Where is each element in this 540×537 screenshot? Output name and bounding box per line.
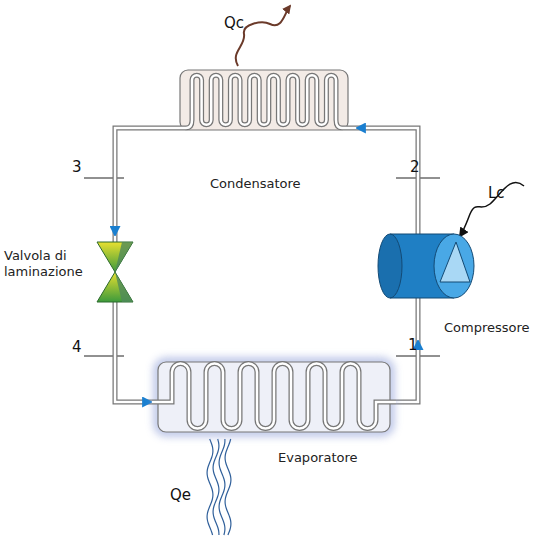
station-ticks: [84, 178, 440, 356]
tube-outline: [416, 218, 421, 234]
expansion-valve: Valvola di laminazione: [2, 236, 144, 308]
heat-wave-line: [225, 439, 231, 535]
refrigerant-pipe: [356, 128, 418, 218]
compressor-triangle: [440, 242, 470, 282]
work-in-arrow: [460, 182, 524, 236]
pipe-inner: [115, 308, 152, 402]
tube-inner: [417, 218, 420, 234]
pipe-outline: [115, 128, 170, 236]
part-name: Compressore: [444, 320, 530, 336]
valve-side-face: [115, 242, 133, 302]
part-name: Evaporatore: [278, 450, 358, 466]
energy-label: Qe: [170, 486, 191, 504]
refrigerant-pipe: [115, 128, 170, 236]
condenser-coil: [170, 75, 356, 128]
condenser-unit: Condensatore: [170, 66, 356, 198]
compressor-unit: Compressore: [370, 218, 536, 340]
part-name: Condensatore: [210, 176, 301, 192]
part-name: Valvola di laminazione: [4, 248, 92, 279]
heat-in-waves: [207, 439, 231, 535]
tube-outline: [170, 75, 356, 128]
station-number: 2: [410, 158, 420, 176]
station-number: 3: [72, 158, 82, 176]
pipe-outline: [356, 128, 418, 218]
pipe-inner: [356, 128, 418, 218]
condenser-casing: [180, 70, 348, 130]
tube-inner: [417, 298, 420, 340]
pipe-outline: [115, 308, 152, 402]
compressor-back: [378, 234, 402, 298]
tube-outline: [416, 298, 421, 340]
energy-label: Lc: [488, 184, 505, 202]
station-number: 1: [408, 336, 418, 354]
heat-wave-line: [219, 439, 225, 535]
refrigerant-pipe: [115, 308, 152, 402]
pipe-inner: [115, 128, 170, 236]
heat-wave-line: [213, 439, 219, 535]
tube-inner: [152, 364, 396, 429]
compressor-face: [434, 234, 474, 298]
node-drawing: [152, 352, 396, 474]
tube-inner: [170, 75, 356, 128]
heat-wave-line: [207, 439, 213, 535]
tube-outline: [152, 364, 396, 429]
evaporator-coil: [152, 364, 396, 429]
energy-label: Qc: [224, 14, 244, 32]
station-number: 4: [72, 338, 82, 356]
evaporator-unit: Evaporatore: [152, 352, 396, 474]
